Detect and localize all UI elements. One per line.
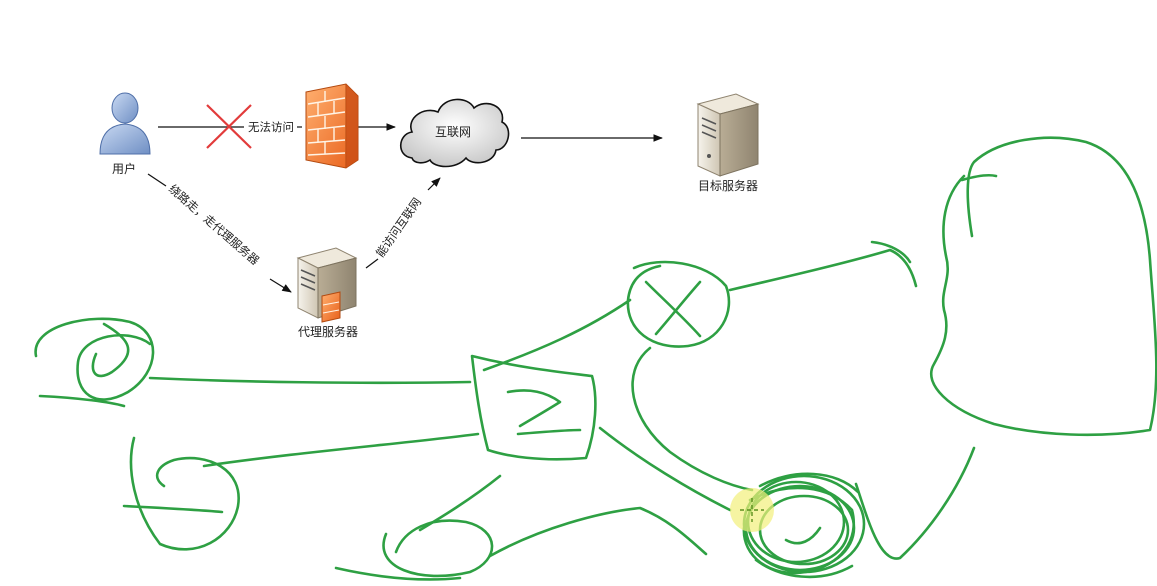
firewall-icon [305, 83, 359, 169]
edge-label-blocked: 无法访问 [248, 120, 294, 134]
cursor-highlight [730, 488, 774, 532]
edge-proxy-internet: 能访问互联网 [365, 177, 441, 269]
server-icon [696, 93, 760, 177]
target-server-label: 目标服务器 [698, 178, 758, 193]
freehand-annotations [34, 136, 1157, 581]
target-server-node: 目标服务器 [696, 93, 760, 193]
edge-label-can-access: 能访问互联网 [373, 195, 424, 260]
cloud-icon [399, 98, 510, 168]
user-icon [99, 92, 151, 155]
proxy-server-label: 代理服务器 [298, 324, 358, 339]
internet-node: 互联网 [399, 98, 510, 168]
blocked-cross-icon [206, 104, 252, 149]
internet-label: 互联网 [435, 125, 471, 139]
proxy-server-node: 代理服务器 [296, 247, 358, 339]
proxy-server-icon [296, 247, 358, 323]
user-label: 用户 [112, 161, 136, 176]
user-node: 用户 [99, 92, 151, 176]
edge-label-detour: 绕路走，走代理服务器 [166, 182, 262, 268]
edge-user-proxy: 绕路走，走代理服务器 [147, 173, 292, 293]
